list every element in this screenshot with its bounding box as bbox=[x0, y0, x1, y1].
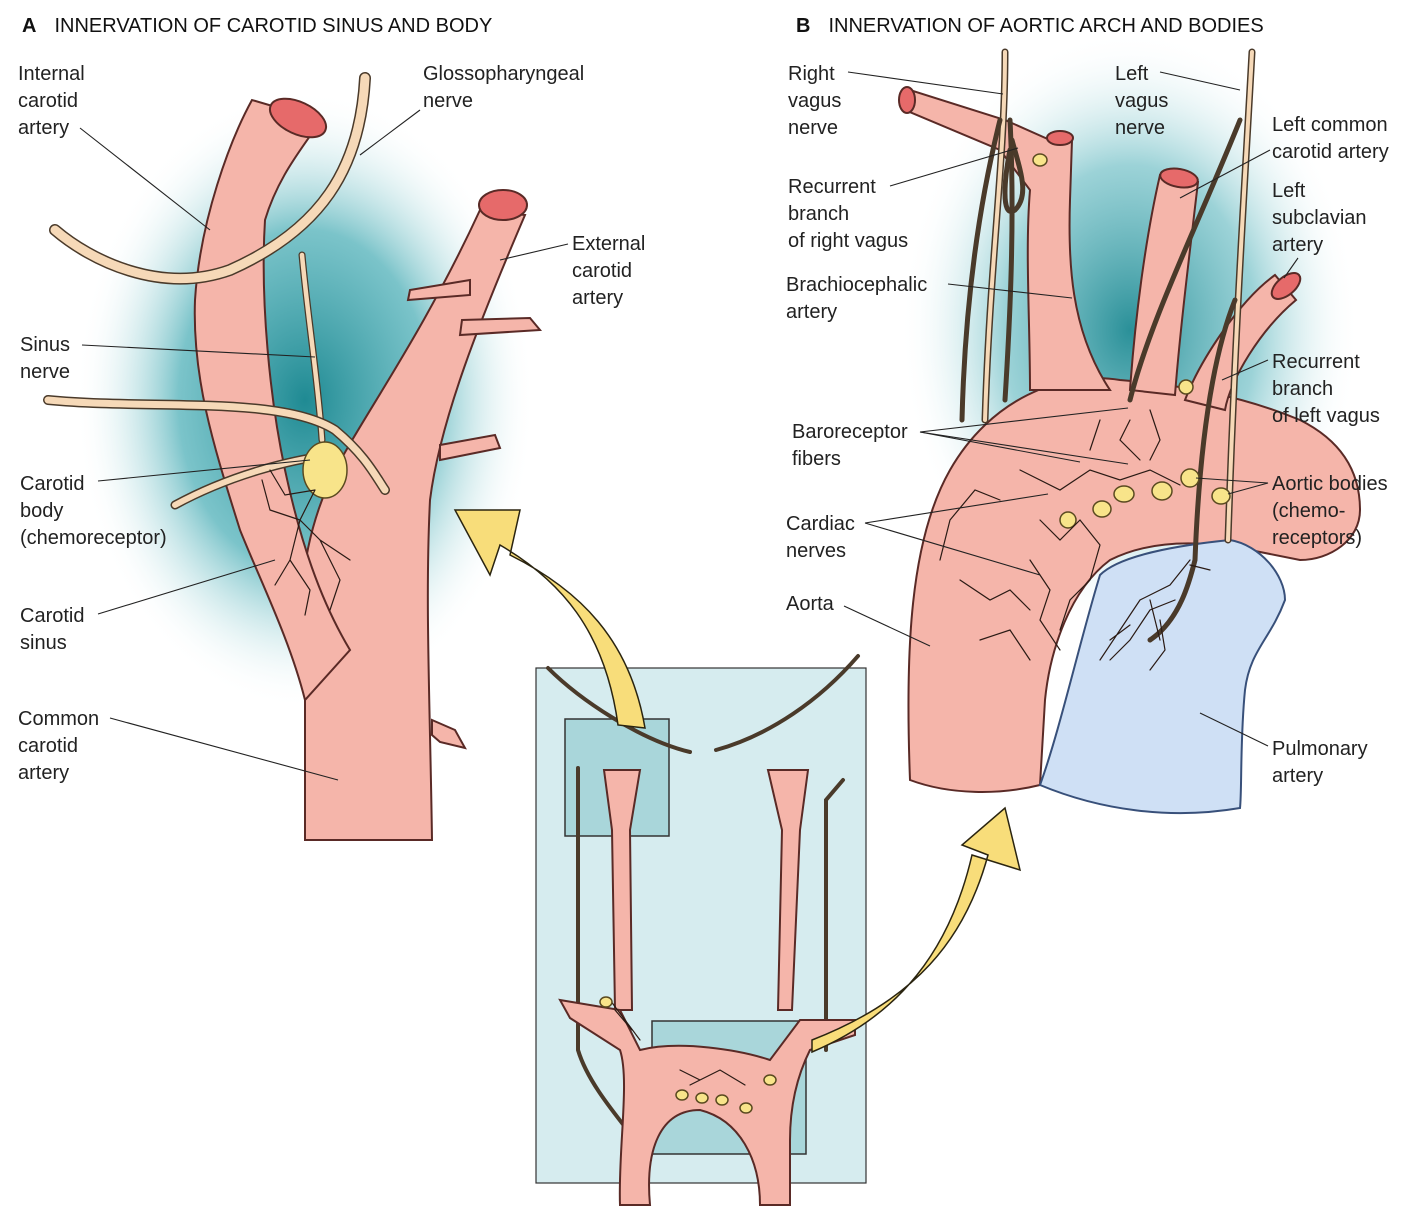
aortic-body bbox=[1151, 481, 1173, 501]
arrow-to-panel-a bbox=[453, 509, 646, 729]
internal-carotid-lumen bbox=[268, 97, 328, 139]
aortic-body bbox=[1113, 485, 1135, 503]
carotid-sinus-fibers bbox=[261, 469, 351, 616]
external-carotid-branch bbox=[458, 316, 543, 337]
arrow-to-panel-b bbox=[811, 806, 1022, 1054]
recurrent-left-vagus bbox=[1147, 297, 1238, 643]
inset-right-carotid bbox=[766, 769, 810, 1011]
aortic-body bbox=[1059, 511, 1077, 529]
overview-inset bbox=[535, 654, 867, 1206]
external-carotid-artery bbox=[300, 208, 527, 841]
label-aorta: Aorta bbox=[786, 593, 835, 615]
inset-left-carotid bbox=[602, 769, 642, 1011]
carotid-body bbox=[302, 441, 348, 499]
aortic-body bbox=[1032, 153, 1048, 167]
pulmonary-fibers bbox=[1099, 559, 1211, 661]
aortic-body bbox=[1092, 500, 1112, 518]
common-carotid-branch bbox=[431, 718, 467, 750]
recurrent-right-vagus bbox=[1002, 137, 1026, 214]
inset-aortic-arch bbox=[558, 998, 856, 1206]
pulmonary-artery bbox=[1038, 538, 1287, 815]
cardiac-nerve-plexus bbox=[939, 409, 1181, 671]
external-carotid-branch bbox=[406, 278, 471, 302]
external-carotid-branch bbox=[439, 433, 502, 462]
external-carotid-lumen bbox=[478, 189, 528, 221]
label-aortic-bodies: Aortic bodies(chemo-receptors) bbox=[1272, 473, 1388, 549]
aortic-body bbox=[1178, 379, 1194, 395]
aortic-body bbox=[1211, 487, 1231, 505]
